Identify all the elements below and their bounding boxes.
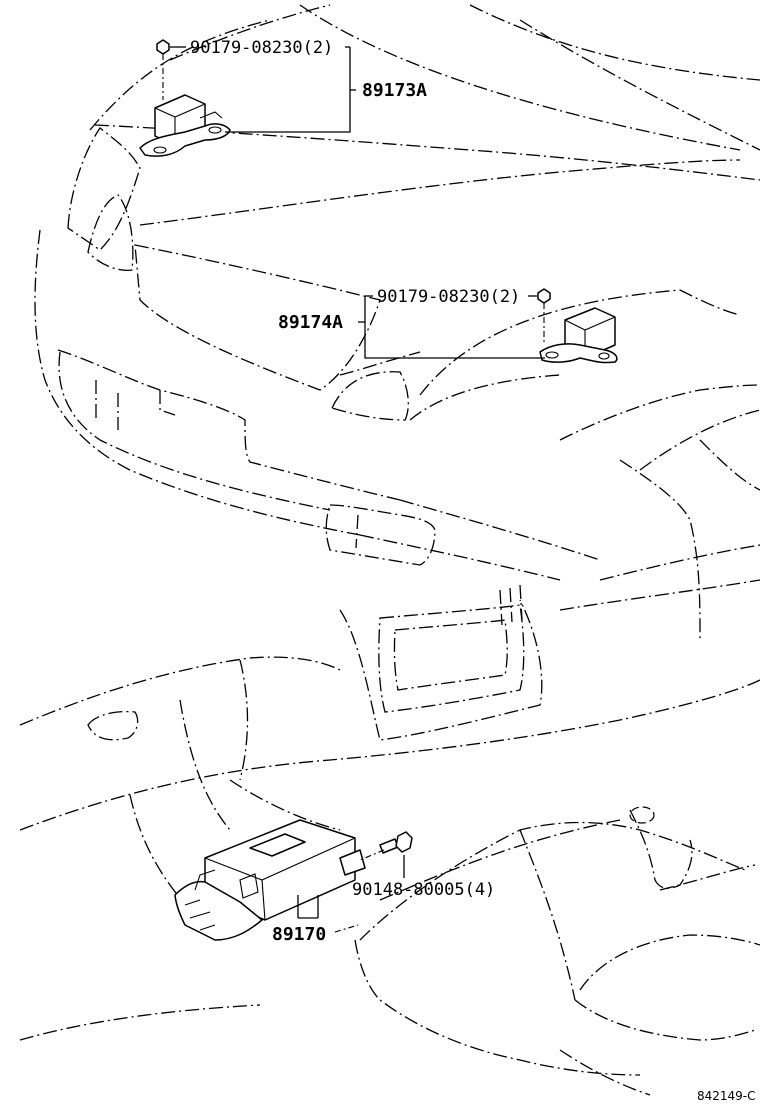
- label-bolt-lower: 90148-80005(4): [352, 880, 495, 900]
- figure-reference: 842149-C: [697, 1089, 756, 1103]
- nut-icon: [537, 288, 551, 304]
- label-nut-middle: 90179-08230(2): [377, 287, 520, 307]
- front-airbag-sensor-left: [139, 94, 231, 157]
- leader-lines: [162, 46, 545, 933]
- bolt-icon: [379, 831, 413, 854]
- nut-icon: [156, 39, 170, 55]
- label-sensor-front-left: 89173A: [362, 80, 427, 101]
- front-airbag-sensor-right: [539, 307, 618, 364]
- airbag-ecu-assembly: [174, 819, 366, 941]
- label-airbag-ecu: 89170: [272, 924, 326, 945]
- label-sensor-front-right: 89174A: [278, 312, 343, 333]
- vehicle-body-outline: [19, 4, 760, 1096]
- label-nut-upper: 90179-08230(2): [190, 38, 333, 58]
